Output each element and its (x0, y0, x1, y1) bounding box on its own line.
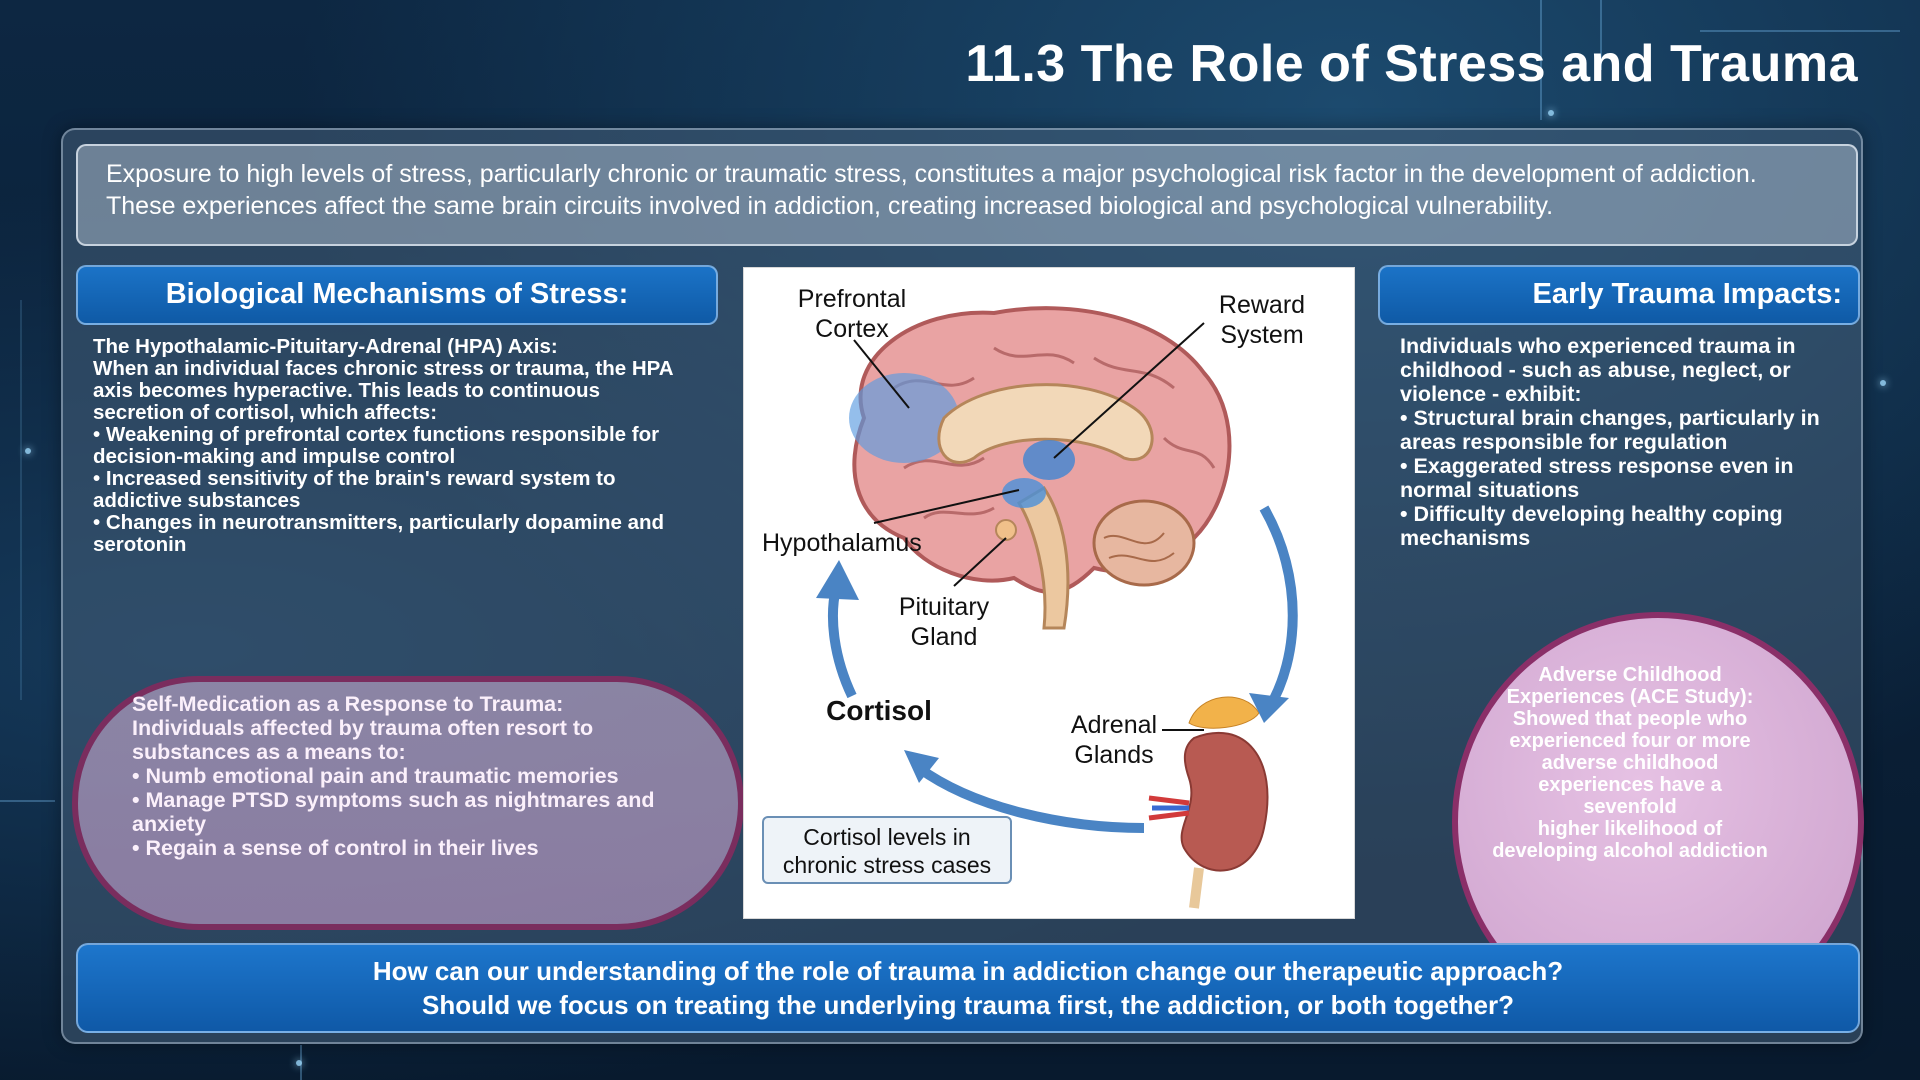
early-trauma-text: Individuals who experienced trauma in ch… (1400, 334, 1840, 550)
bio-line: • Weakening of prefrontal cortex functio… (93, 423, 660, 468)
circuit-dot (1880, 380, 1886, 386)
brain-illustration (816, 306, 1298, 909)
biological-mechanisms-header: Biological Mechanisms of Stress: (76, 265, 718, 325)
kidney (1180, 732, 1269, 872)
circuit-line (1700, 30, 1900, 32)
label-adrenal-glands: Adrenal Glands (1070, 711, 1158, 769)
adrenal-gland (1188, 696, 1260, 729)
early-trauma-header: Early Trauma Impacts: (1378, 265, 1860, 325)
discussion-question-box: How can our understanding of the role of… (76, 943, 1860, 1033)
ace-line: Adverse Childhood Experiences (ACE Study… (1506, 664, 1754, 708)
intro-box: Exposure to high levels of stress, parti… (76, 144, 1858, 246)
circuit-line (1600, 0, 1602, 70)
bio-line: When an individual faces chronic stress … (93, 357, 673, 424)
self-medication-ellipse (72, 676, 744, 930)
circuit-dot (25, 448, 31, 454)
trauma-line: Individuals who experienced trauma in ch… (1400, 334, 1796, 406)
label-pituitary-gland: Pituitary Gland (898, 593, 990, 651)
label-prefrontal-cortex: Prefrontal Cortex (797, 285, 907, 343)
cortisol-caption: Cortisol levels in chronic stress cases (762, 816, 1012, 884)
hypothalamus-highlight (1002, 478, 1046, 508)
circuit-dot (296, 1060, 302, 1066)
page-title: 11.3 The Role of Stress and Trauma (965, 35, 1858, 93)
ace-line: higher likelihood of developing alcohol … (1492, 818, 1768, 862)
trauma-line: • Exaggerated stress response even in no… (1400, 454, 1794, 502)
pituitary-shape (995, 519, 1017, 541)
circuit-line (20, 300, 22, 700)
question-line: Should we focus on treating the underlyi… (421, 990, 1515, 1020)
bio-line: • Increased sensitivity of the brain's r… (93, 467, 616, 512)
ace-study-text: Adverse Childhood Experiences (ACE Study… (1490, 664, 1770, 862)
label-cortisol: Cortisol (826, 695, 932, 726)
arrow-brain-to-adrenal (1259, 505, 1298, 711)
question-line: How can our understanding of the role of… (372, 956, 1564, 986)
circuit-dot (1548, 110, 1554, 116)
ace-line: Showed that people who experienced four … (1509, 708, 1751, 818)
biological-mechanisms-text: The Hypothalamic-Pituitary-Adrenal (HPA)… (93, 336, 693, 556)
bio-line: • Changes in neurotransmitters, particul… (93, 511, 665, 556)
selfmed-line: Individuals affected by trauma often res… (132, 716, 594, 764)
selfmed-line: • Regain a sense of control in their liv… (132, 836, 539, 860)
bio-line: The Hypothalamic-Pituitary-Adrenal (HPA)… (93, 335, 558, 358)
arrow-cortisol-to-brain (827, 586, 857, 699)
self-medication-text: Self-Medication as a Response to Trauma:… (132, 692, 692, 860)
trauma-line: • Structural brain changes, particularly… (1400, 406, 1820, 454)
selfmed-line: • Manage PTSD symptoms such as nightmare… (132, 788, 655, 836)
selfmed-line: • Numb emotional pain and traumatic memo… (132, 764, 619, 788)
label-reward-system: Reward System (1218, 291, 1306, 349)
label-hypothalamus: Hypothalamus (762, 529, 922, 557)
trauma-line: • Difficulty developing healthy coping m… (1400, 502, 1783, 550)
arrow-adrenal-to-cortisol (916, 763, 1145, 833)
circuit-line (1540, 0, 1542, 120)
selfmed-line: Self-Medication as a Response to Trauma: (132, 692, 564, 716)
hpa-axis-figure: Prefrontal Cortex Reward System Hypothal… (743, 267, 1355, 919)
circuit-line (0, 800, 55, 802)
prefrontal-highlight (849, 373, 959, 463)
